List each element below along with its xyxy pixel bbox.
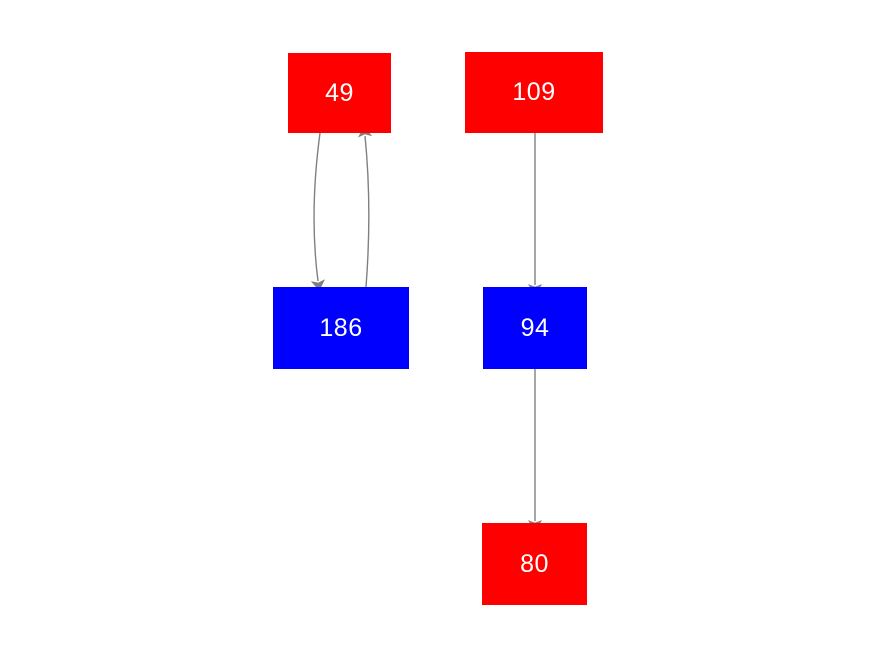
node-49[interactable]: 49	[288, 53, 391, 133]
node-80[interactable]: 80	[482, 523, 587, 605]
edge-group	[310, 125, 543, 532]
edge-49-to-186	[310, 132, 325, 291]
node-186[interactable]: 186	[273, 287, 409, 369]
node-94-label: 94	[520, 313, 550, 342]
node-109[interactable]: 109	[465, 52, 603, 133]
edge-186-to-49	[357, 125, 373, 288]
node-49-label: 49	[325, 78, 354, 107]
node-186-label: 186	[319, 313, 363, 342]
node-94[interactable]: 94	[483, 287, 587, 369]
node-109-label: 109	[512, 78, 556, 106]
node-80-label: 80	[520, 549, 549, 578]
